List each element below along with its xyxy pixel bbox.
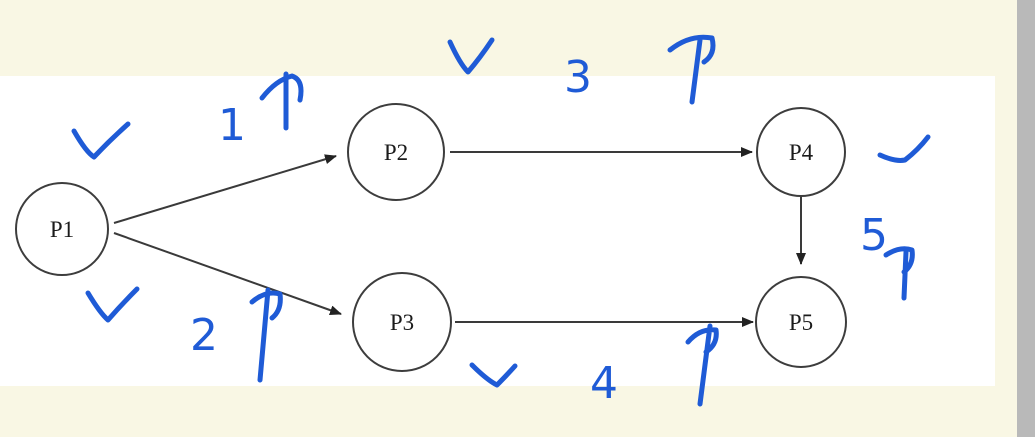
node-label: P1	[50, 217, 74, 242]
node-circle	[756, 107, 846, 197]
edge-number-5: 5	[860, 210, 888, 261]
node-p5: P5	[755, 276, 847, 368]
handwritten-p-mark	[249, 287, 283, 383]
check-mark-icon	[447, 37, 495, 75]
node-label: P3	[390, 310, 414, 335]
edge-number-1: 1	[218, 100, 246, 151]
node-p2: P2	[347, 103, 445, 201]
edge-p1-p2	[113, 154, 337, 224]
node-circle	[755, 276, 847, 368]
node-circle	[15, 182, 109, 276]
diagram-panel	[0, 76, 995, 386]
handwritten-p-mark	[883, 246, 915, 301]
check-mark-icon	[469, 362, 518, 388]
node-p1: P1	[15, 182, 109, 276]
handwritten-p-mark	[685, 323, 719, 407]
handwritten-p-mark	[667, 34, 716, 105]
node-p3: P3	[352, 272, 452, 372]
check-mark-icon	[877, 134, 931, 163]
node-p4: P4	[756, 107, 846, 197]
scrollbar-track[interactable]	[1017, 0, 1035, 437]
edge-number-3: 3	[564, 52, 592, 103]
edge-number-4: 4	[590, 358, 618, 409]
node-circle	[352, 272, 452, 372]
node-label: P4	[789, 140, 814, 165]
node-label: P5	[789, 310, 813, 335]
node-circle	[347, 103, 445, 201]
node-label: P2	[384, 140, 408, 165]
handwritten-p-mark	[259, 71, 304, 131]
check-mark-icon	[85, 286, 140, 323]
check-mark-icon	[71, 121, 131, 160]
edge-p1-p3	[113, 232, 342, 316]
edge-number-2: 2	[190, 310, 218, 361]
